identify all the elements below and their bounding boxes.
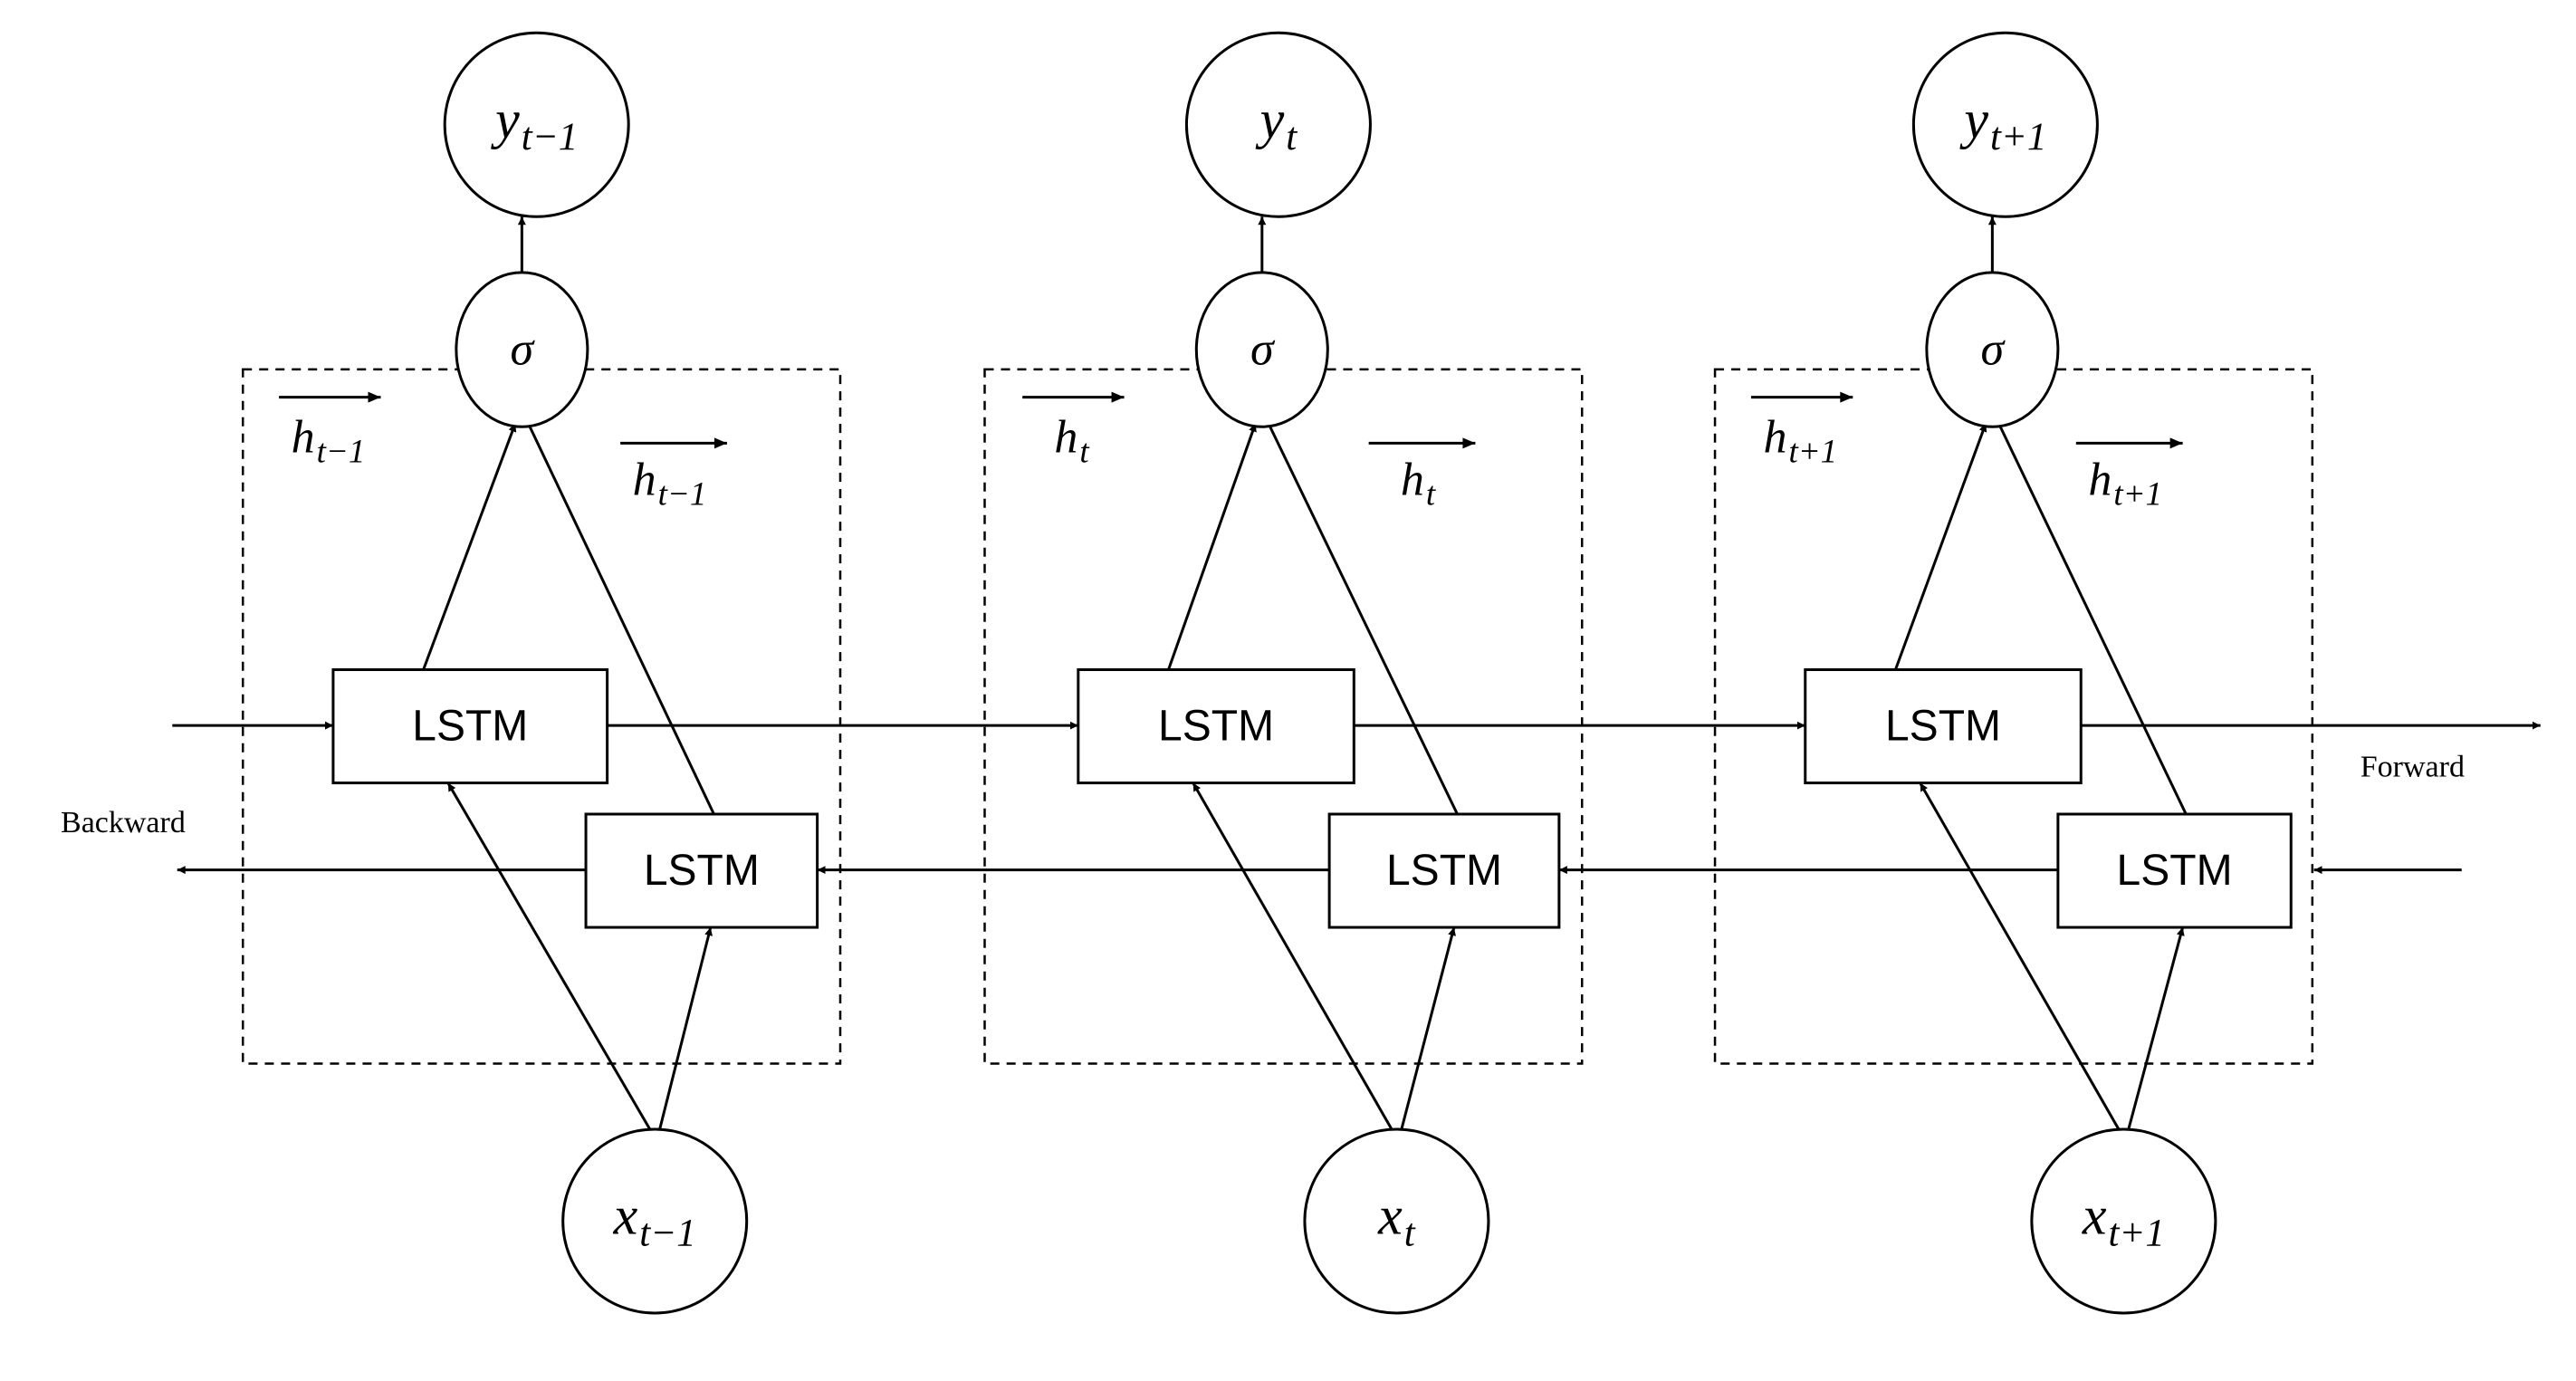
- backward-lstm-label-0: LSTM: [644, 847, 760, 895]
- output-label-1: yt: [1255, 90, 1298, 158]
- output-label-0-sub: t−1: [522, 116, 578, 158]
- backward-to-sigma-line-0: [523, 416, 715, 815]
- text-layer: LSTMLSTMσyt−1xt−1ht−1ht−1LSTMLSTMσytxtht…: [61, 90, 2465, 1255]
- connection-layer: [172, 216, 2541, 1130]
- hidden-left-label-1-var: h: [1054, 412, 1077, 464]
- hidden-left-overline-head-1: [1111, 391, 1125, 403]
- hidden-right-label-0: ht−1: [633, 455, 707, 514]
- hidden-left-label-2-var: h: [1763, 412, 1786, 464]
- hidden-left-label-2: ht+1: [1763, 412, 1837, 472]
- forward-lstm-box-2: [1804, 668, 2083, 785]
- output-label-0: yt−1: [490, 90, 578, 158]
- forward-lstm-box-1: [1077, 668, 1355, 785]
- backward-lstm-label-2: LSTM: [2117, 847, 2233, 895]
- output-label-1-sub: t: [1286, 116, 1298, 158]
- hidden-right-label-1-var: h: [1401, 455, 1424, 506]
- sigma-label-2: σ: [1981, 324, 2006, 376]
- forward-to-sigma-arrow-2: [1894, 423, 1987, 671]
- hidden-left-label-0-var: h: [292, 412, 315, 464]
- hidden-left-label-2-sub: t+1: [1788, 434, 1837, 471]
- input-label-0: xt−1: [613, 1185, 696, 1254]
- input-label-2-sub: t+1: [2108, 1212, 2164, 1254]
- sigma-label-1: σ: [1250, 324, 1276, 376]
- backward-lstm-label-1: LSTM: [1386, 847, 1502, 895]
- hidden-right-label-2: ht+1: [2088, 455, 2162, 514]
- backward-lstm-box-2: [2056, 812, 2293, 929]
- hidden-left-overline-head-2: [1840, 391, 1853, 403]
- output-label-2: yt+1: [1958, 90, 2046, 158]
- backward-lstm-box-0: [584, 812, 819, 929]
- input-label-0-var: x: [613, 1185, 638, 1245]
- backward-to-sigma-line-1: [1264, 416, 1459, 815]
- input-label-1: xt: [1377, 1185, 1416, 1254]
- input-label-1-sub: t: [1404, 1212, 1416, 1254]
- input-to-forward-arrow-0: [446, 782, 652, 1130]
- input-to-forward-arrow-2: [1919, 782, 2121, 1130]
- hidden-right-label-0-var: h: [633, 455, 656, 506]
- output-node-0: [443, 31, 630, 218]
- hidden-right-label-2-sub: t+1: [2113, 476, 2162, 513]
- hidden-right-label-1-sub: t: [1426, 476, 1437, 513]
- output-label-0-var: y: [490, 90, 520, 149]
- backward-direction-label: Backward: [61, 806, 186, 839]
- input-to-backward-arrow-1: [1400, 926, 1456, 1130]
- input-node-2: [2030, 1127, 2217, 1315]
- input-label-2-var: x: [2082, 1185, 2107, 1245]
- shape-layer: [331, 31, 2293, 1315]
- forward-lstm-label-0: LSTM: [412, 703, 528, 751]
- hidden-left-overline-head-0: [368, 391, 381, 403]
- forward-to-sigma-arrow-0: [422, 423, 517, 671]
- hidden-right-label-1: ht: [1401, 455, 1437, 514]
- sigma-node-2: [1925, 271, 2060, 428]
- hidden-left-label-1-sub: t: [1079, 434, 1090, 471]
- forward-direction-label: Forward: [2361, 750, 2465, 783]
- input-node-0: [561, 1127, 749, 1315]
- hidden-left-label-1: ht: [1054, 412, 1090, 472]
- input-to-backward-arrow-0: [658, 926, 713, 1130]
- hidden-right-overline-head-2: [2169, 437, 2183, 449]
- sigma-label-0: σ: [511, 324, 536, 376]
- forward-lstm-box-0: [331, 668, 609, 785]
- hidden-right-label-0-sub: t−1: [658, 476, 707, 513]
- hidden-left-label-0: ht−1: [292, 412, 366, 472]
- output-node-2: [1911, 31, 2099, 218]
- sigma-node-0: [455, 271, 589, 428]
- output-label-2-sub: t+1: [1990, 116, 2046, 158]
- forward-to-sigma-arrow-1: [1167, 423, 1257, 670]
- forward-lstm-label-2: LSTM: [1885, 703, 2001, 751]
- sigma-node-1: [1194, 271, 1329, 428]
- input-to-backward-arrow-2: [2127, 926, 2185, 1130]
- hidden-left-label-0-sub: t−1: [317, 434, 366, 471]
- input-label-1-var: x: [1377, 1185, 1403, 1245]
- input-label-0-sub: t−1: [639, 1212, 695, 1254]
- output-label-1-var: y: [1255, 90, 1285, 149]
- backward-to-sigma-line-2: [1994, 416, 2188, 815]
- forward-lstm-label-1: LSTM: [1158, 703, 1274, 751]
- input-label-2: xt+1: [2082, 1185, 2165, 1254]
- hidden-right-overline-head-1: [1462, 437, 1476, 449]
- input-to-forward-arrow-1: [1192, 782, 1393, 1130]
- backward-lstm-box-1: [1327, 812, 1561, 929]
- input-node-1: [1303, 1127, 1490, 1315]
- output-label-2-var: y: [1958, 90, 1988, 149]
- hidden-right-label-2-var: h: [2088, 455, 2112, 506]
- hidden-right-overline-head-0: [713, 437, 727, 449]
- output-node-1: [1184, 31, 1372, 218]
